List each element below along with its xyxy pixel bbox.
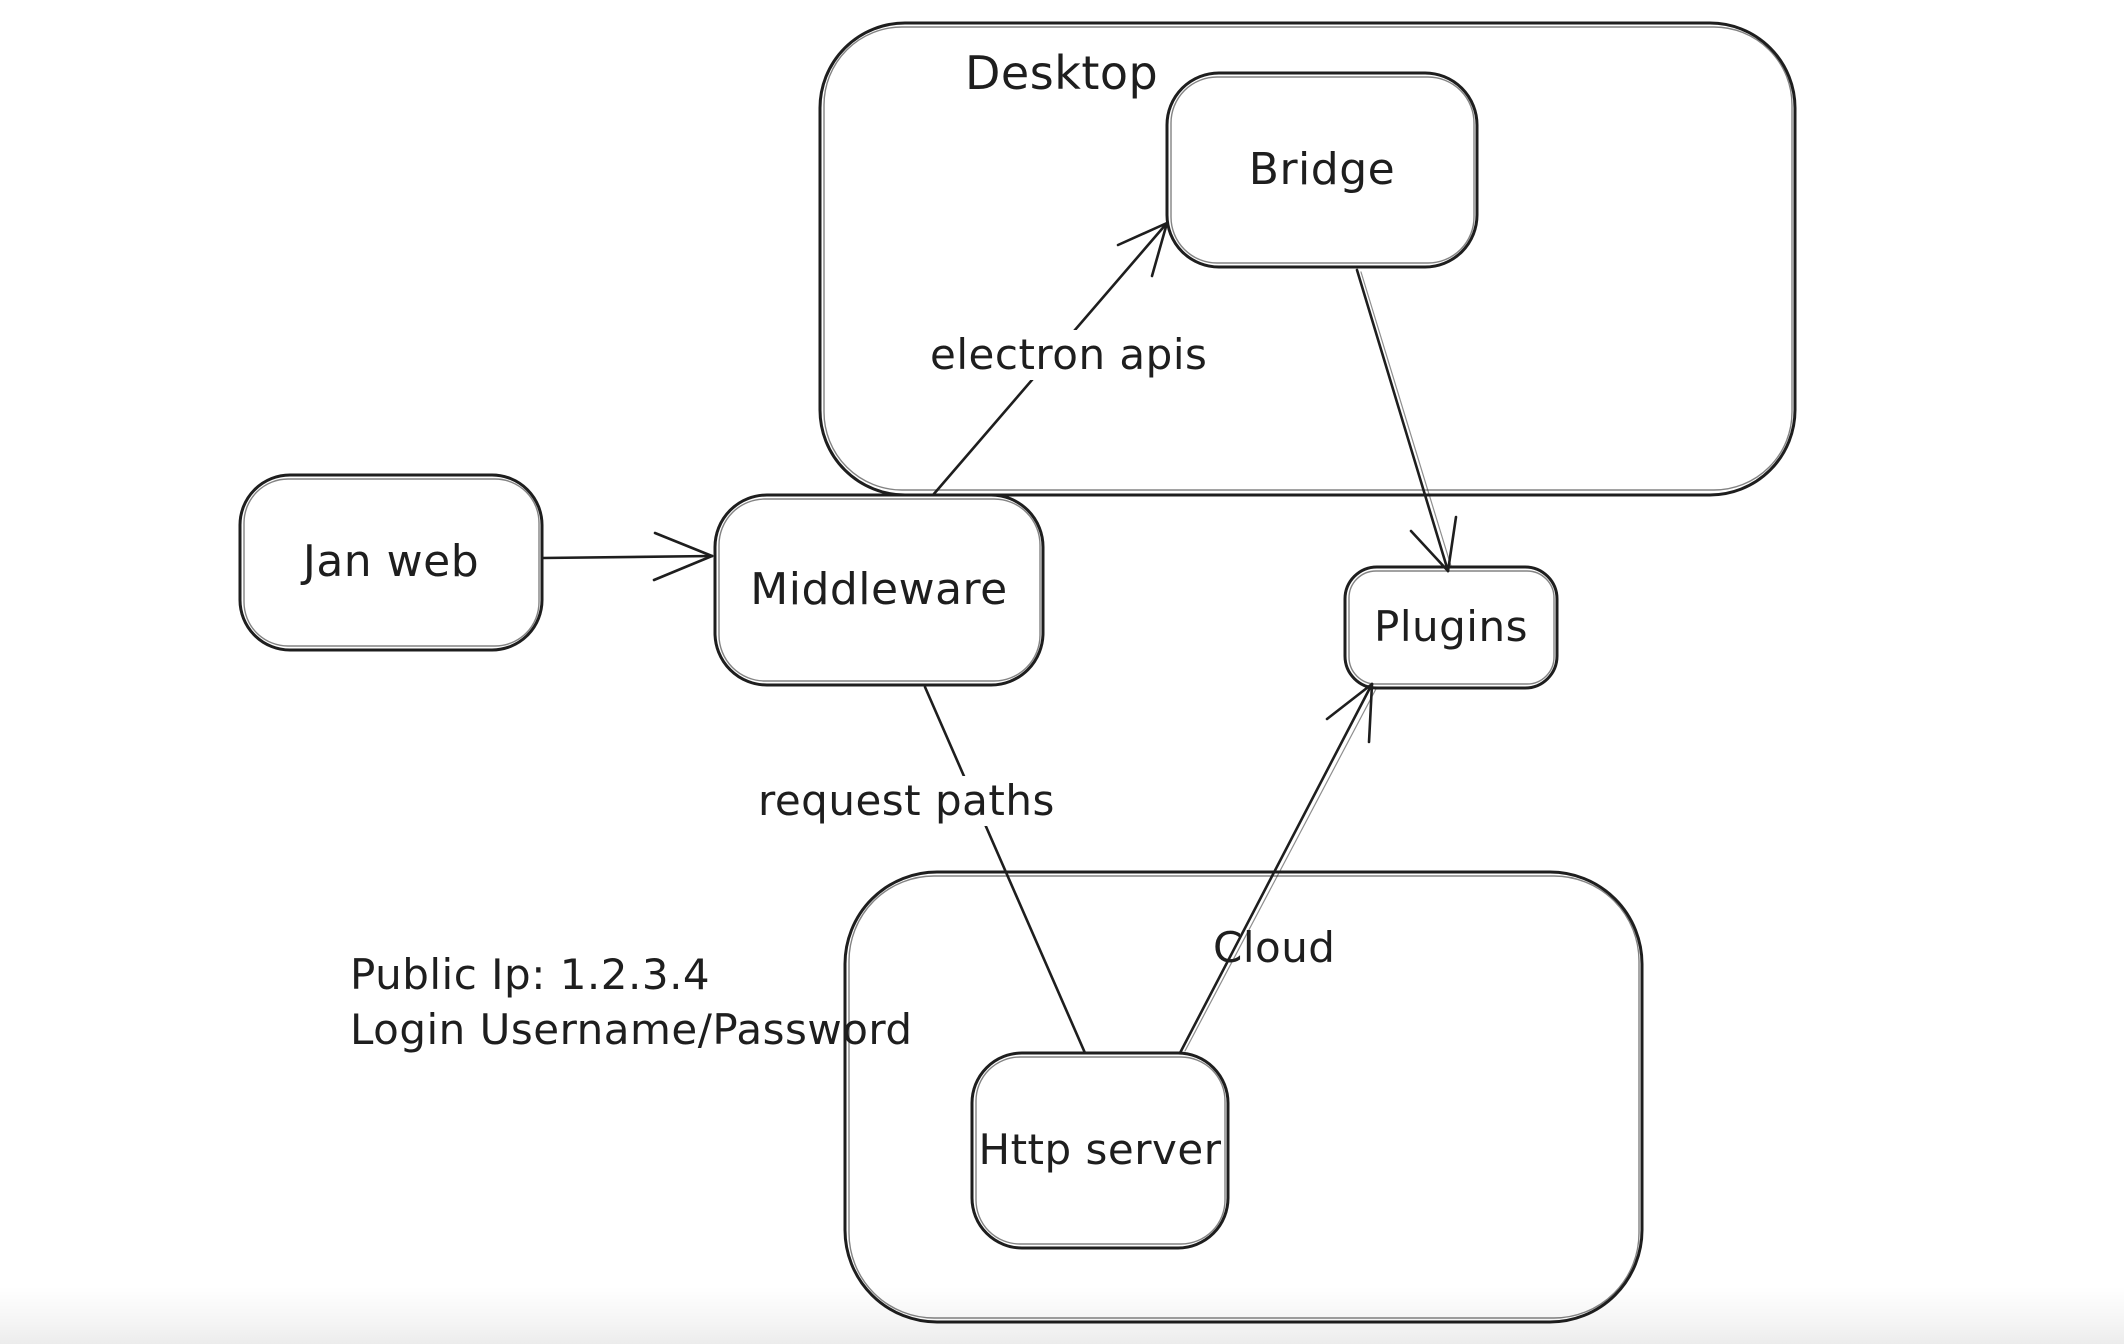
login-annotation[interactable]: Login Username/Password xyxy=(350,1005,913,1054)
arrow-bridge-to-plugins[interactable] xyxy=(1355,268,1458,573)
cloud-container-label[interactable]: Cloud xyxy=(1213,923,1336,972)
bridge-node[interactable] xyxy=(1165,71,1479,269)
desktop-container-label[interactable]: Desktop xyxy=(965,46,1159,100)
bridge-node-label[interactable]: Bridge xyxy=(1248,143,1396,195)
http-server-node[interactable] xyxy=(970,1051,1230,1250)
jan-web-node[interactable] xyxy=(238,473,544,652)
cloud-container[interactable] xyxy=(843,870,1644,1324)
request-paths-edge-label[interactable]: request paths xyxy=(748,776,1065,827)
middleware-node[interactable] xyxy=(713,493,1045,687)
arrow-httpserver-to-plugins[interactable] xyxy=(1178,682,1378,1055)
desktop-container[interactable] xyxy=(818,21,1797,497)
middleware-node-label[interactable]: Middleware xyxy=(750,563,1008,615)
arrow-janweb-to-middleware[interactable] xyxy=(540,531,714,582)
electron-apis-edge-label[interactable]: electron apis xyxy=(920,330,1218,381)
http-server-node-label[interactable]: Http server xyxy=(978,1125,1222,1175)
line-middleware-to-httpserver[interactable] xyxy=(923,685,1087,1055)
jan-web-node-label[interactable]: Jan web xyxy=(302,536,480,588)
plugins-node[interactable] xyxy=(1343,565,1559,690)
public-ip-annotation[interactable]: Public Ip: 1.2.3.4 xyxy=(350,950,711,999)
plugins-node-label[interactable]: Plugins xyxy=(1374,602,1528,652)
